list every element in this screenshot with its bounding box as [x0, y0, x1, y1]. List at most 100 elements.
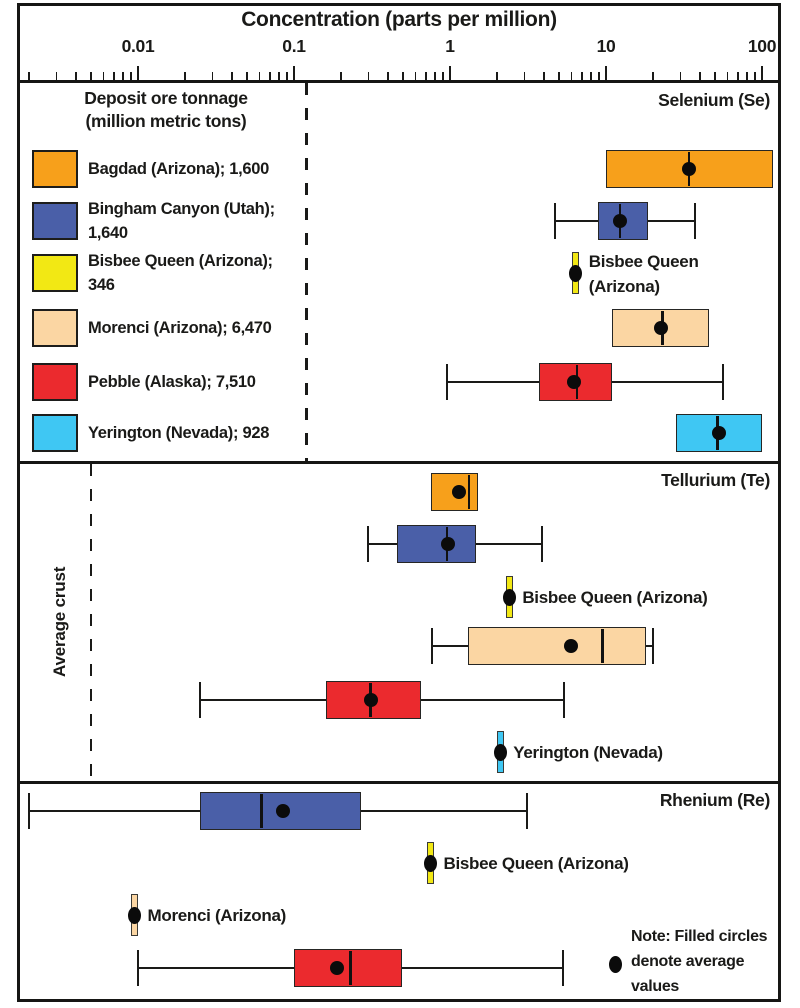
whisker-cap [199, 682, 202, 718]
x-minor-tick [387, 72, 389, 80]
x-minor-tick [581, 72, 583, 80]
x-major-tick [605, 66, 607, 80]
x-major-tick [137, 66, 139, 80]
legend-label-0: Bagdad (Arizona); 1,600 [88, 160, 270, 178]
mean-dot [613, 214, 628, 228]
panel-separator-se-te [17, 461, 781, 464]
panel-label-rhenium: Rhenium (Re) [659, 790, 770, 810]
x-major-tick [293, 66, 295, 80]
note-line-1: denote average [631, 953, 745, 970]
x-minor-tick [246, 72, 248, 80]
whisker-line [446, 381, 539, 383]
mean-dot [275, 804, 290, 818]
x-minor-tick [434, 72, 436, 80]
x-minor-tick [496, 72, 498, 80]
note-line-0: Note: Filled circles [631, 928, 768, 945]
x-tick-label: 1 [445, 36, 455, 56]
whisker-line [28, 810, 201, 812]
x-tick-label: 100 [747, 36, 777, 56]
x-minor-tick [652, 72, 654, 80]
average-crust-line [305, 83, 308, 461]
average-crust-label: Average crust [50, 566, 69, 678]
x-minor-tick [258, 72, 261, 80]
x-major-tick [449, 66, 451, 80]
x-minor-tick [714, 72, 716, 80]
whisker-line [368, 543, 398, 545]
whisker-cap [693, 203, 696, 239]
whisker-line [401, 967, 563, 969]
x-minor-tick [746, 72, 748, 80]
mean-dot [653, 321, 668, 335]
mean-dot [493, 743, 507, 761]
whisker-line [612, 381, 723, 383]
median-line [467, 475, 471, 509]
x-minor-tick [543, 72, 545, 80]
x-minor-tick [726, 72, 729, 80]
x-minor-tick [90, 72, 92, 80]
whisker-line [554, 220, 599, 222]
x-tick-label: 10 [596, 36, 616, 56]
x-minor-tick [425, 72, 427, 80]
whisker-cap [721, 364, 724, 400]
x-minor-tick [414, 72, 417, 80]
whisker-line [420, 699, 565, 701]
x-minor-tick [75, 72, 77, 80]
x-minor-tick [598, 72, 600, 80]
whisker-cap [561, 950, 564, 986]
annotation-yerington: Yerington (Nevada) [513, 743, 663, 762]
whisker-line [432, 645, 468, 647]
legend-swatch-5 [32, 414, 78, 452]
x-minor-tick [679, 72, 682, 80]
whisker-cap [541, 526, 544, 562]
x-minor-tick [130, 72, 132, 80]
figure-frame [17, 3, 781, 1002]
x-minor-tick [55, 72, 58, 80]
whisker-line [361, 810, 527, 812]
x-axis-title: Concentration (parts per million) [241, 8, 557, 31]
x-tick-label: 0.01 [121, 36, 155, 56]
mean-dot [330, 961, 345, 975]
legend-label-4: Pebble (Alaska); 7,510 [88, 373, 256, 391]
whisker-cap [651, 628, 654, 664]
box-bingham [397, 525, 477, 563]
x-minor-tick [737, 72, 739, 80]
x-minor-tick [590, 72, 592, 80]
x-minor-tick [699, 72, 701, 80]
mean-dot [440, 537, 455, 551]
legend-title: Deposit ore tonnage(million metric tons) [84, 88, 248, 131]
x-tick-label: 0.1 [282, 36, 306, 56]
average-crust-line [89, 464, 93, 781]
panel-label-tellurium: Tellurium (Te) [661, 470, 770, 490]
legend-label-2: Bisbee Queen (Arizona);346 [88, 252, 273, 294]
x-minor-tick [122, 72, 124, 80]
x-minor-tick [402, 72, 404, 80]
x-minor-tick [102, 72, 105, 80]
box-pebble [538, 363, 613, 401]
whisker-line [138, 967, 294, 969]
panel-label-selenium: Selenium (Se) [658, 90, 770, 110]
x-minor-tick [211, 72, 214, 80]
legend-swatch-1 [32, 202, 78, 240]
x-minor-tick [523, 72, 526, 80]
legend-swatch-3 [32, 309, 78, 347]
x-minor-tick [286, 72, 288, 80]
annotation-bisbee: Bisbee Queen (Arizona) [443, 854, 629, 873]
annotation-morenci: Morenci (Arizona) [147, 906, 287, 925]
whisker-cap [563, 682, 566, 718]
whisker-line [200, 699, 326, 701]
x-major-tick [761, 66, 763, 80]
legend-label-5: Yerington (Nevada); 928 [88, 424, 270, 442]
mean-dot [564, 639, 579, 653]
legend-swatch-4 [32, 363, 78, 401]
annotation-bisbee: Bisbee Queen (Arizona) [522, 588, 708, 607]
mean-dot [711, 426, 726, 440]
box-pebble [294, 949, 402, 987]
whisker-cap [367, 526, 370, 562]
mean-dot [569, 264, 583, 282]
median-line [349, 951, 352, 985]
filled-circle-icon [609, 956, 622, 973]
whisker-cap [27, 793, 30, 829]
box-morenci [467, 627, 646, 665]
median-line [601, 629, 604, 663]
